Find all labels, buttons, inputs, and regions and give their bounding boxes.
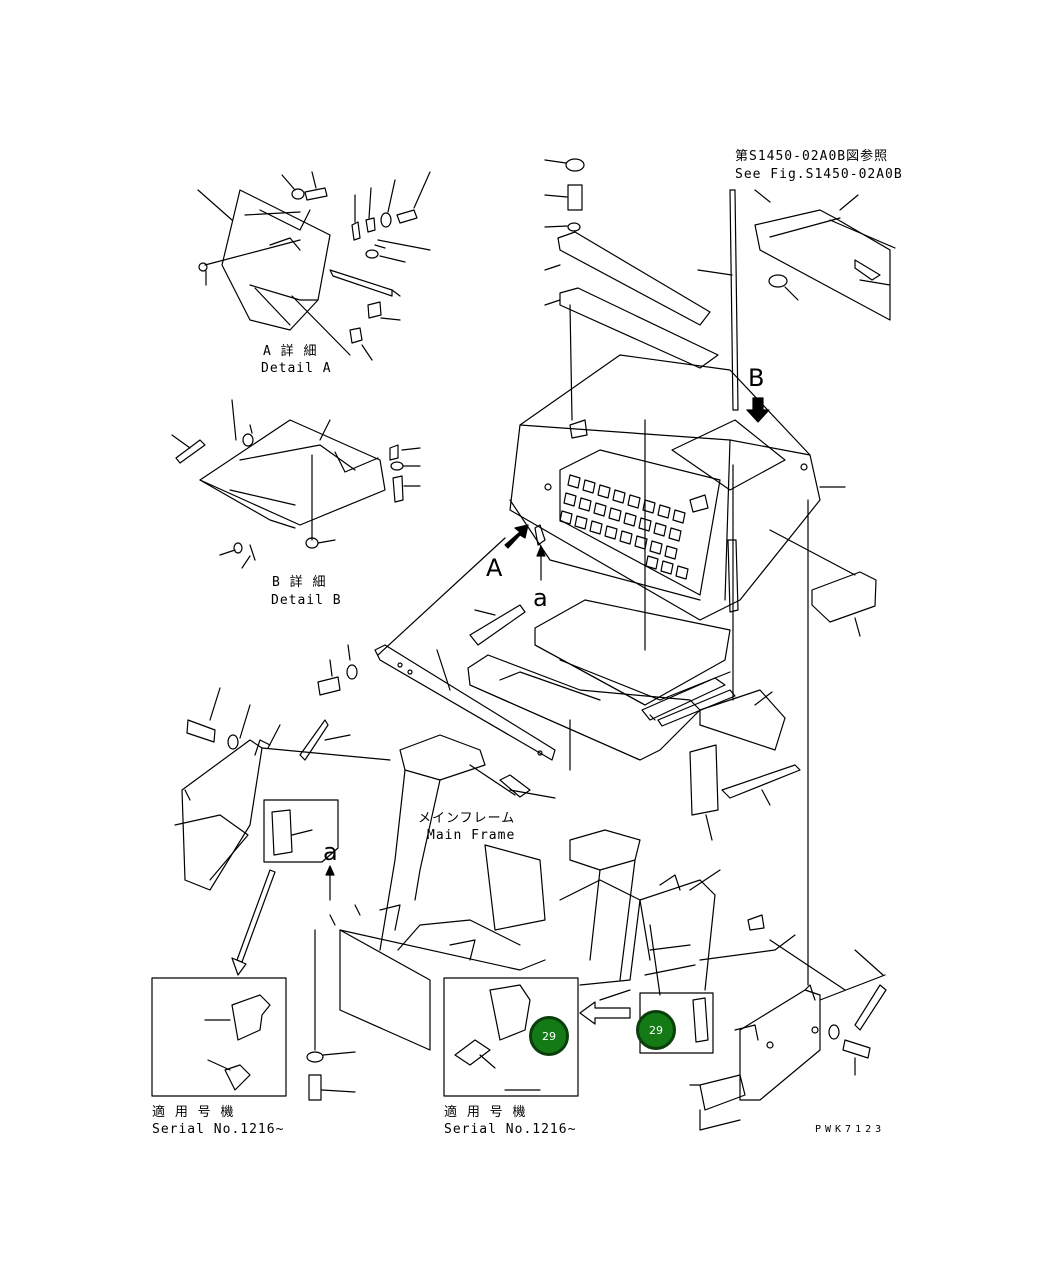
view-a-label: A (486, 554, 503, 582)
main-frame-drawing (329, 734, 887, 1131)
serial-en-label-2: Serial No.1216~ (444, 1122, 577, 1137)
callout-29-center[interactable]: 29 (529, 1016, 569, 1056)
inset-center-drawing (443, 977, 579, 1097)
serial-jp-label-2: 適 用 号 機 (444, 1105, 527, 1120)
top-plates-drawing (544, 158, 719, 421)
main-frame-jp-label: メインフレーム (418, 811, 516, 826)
detail-b-drawing (171, 399, 421, 569)
see-fig-en-label: See Fig.S1450-02A0B (735, 167, 903, 182)
detail-b-en-label: Detail B (271, 593, 342, 608)
serial-en-label-1: Serial No.1216~ (152, 1122, 285, 1137)
hood-drawing (509, 354, 856, 986)
arrow-a-label-1: a (533, 584, 548, 612)
front-plate-drawing (186, 537, 556, 761)
detail-a-drawing (197, 171, 431, 361)
mats-drawing (467, 571, 877, 841)
left-bracket-drawing (174, 719, 391, 891)
rod-and-ref-drawing (697, 189, 896, 411)
inset-small-drawing (231, 799, 339, 976)
bottom-fasteners-drawing (306, 865, 356, 1101)
view-b-arrow (746, 397, 770, 423)
a-arrow-up (536, 545, 546, 581)
detail-a-en-label: Detail A (261, 361, 332, 376)
view-a-arrow (504, 524, 529, 549)
main-frame-en-label: Main Frame (427, 828, 516, 843)
detail-a-jp-label: A 詳 細 (263, 344, 318, 359)
view-b-label: B (748, 364, 765, 392)
see-fig-jp-label: 第S1450-02A0B図参照 (735, 149, 889, 164)
serial-jp-label-1: 適 用 号 機 (152, 1105, 235, 1120)
callout-29-right[interactable]: 29 (636, 1010, 676, 1050)
detail-b-jp-label: B 詳 細 (272, 575, 327, 590)
drawing-code-label: PWK7123 (815, 1124, 886, 1135)
inset-left-drawing (151, 977, 287, 1097)
arrow-a-label-2: a (323, 838, 338, 866)
